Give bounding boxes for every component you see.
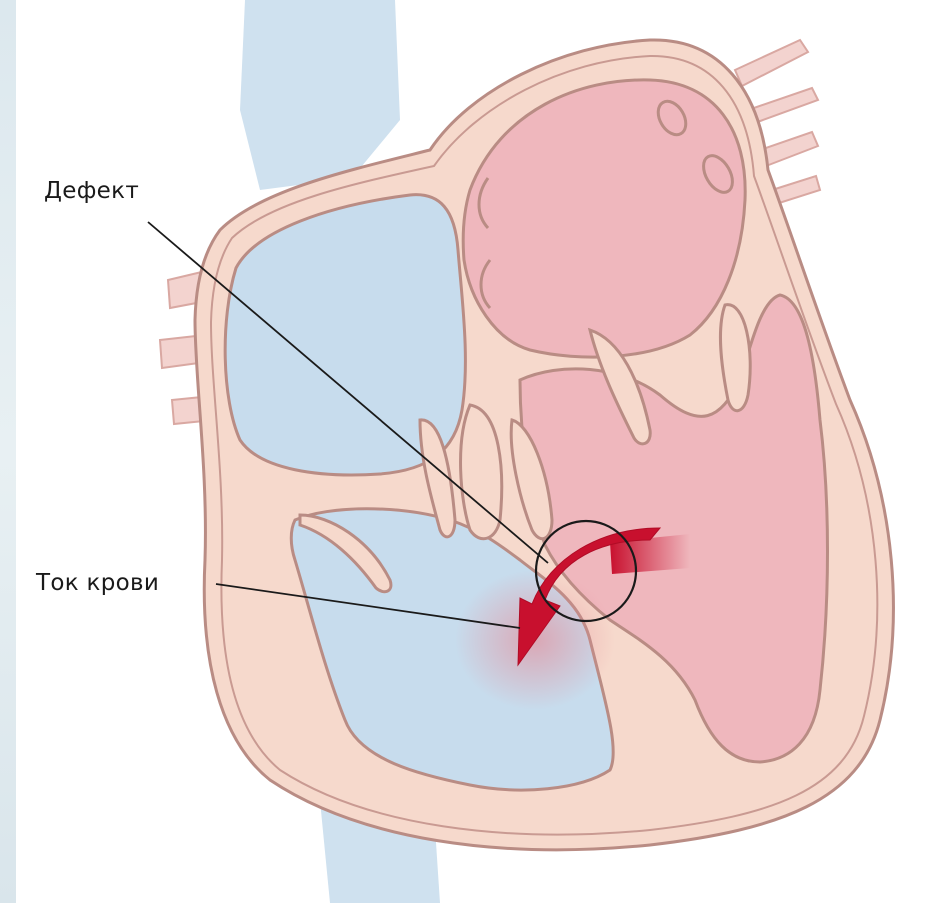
vena-cava-upper <box>240 0 400 190</box>
blood-flow-label: Ток крови <box>36 570 159 596</box>
defect-label: Дефект <box>44 178 139 204</box>
